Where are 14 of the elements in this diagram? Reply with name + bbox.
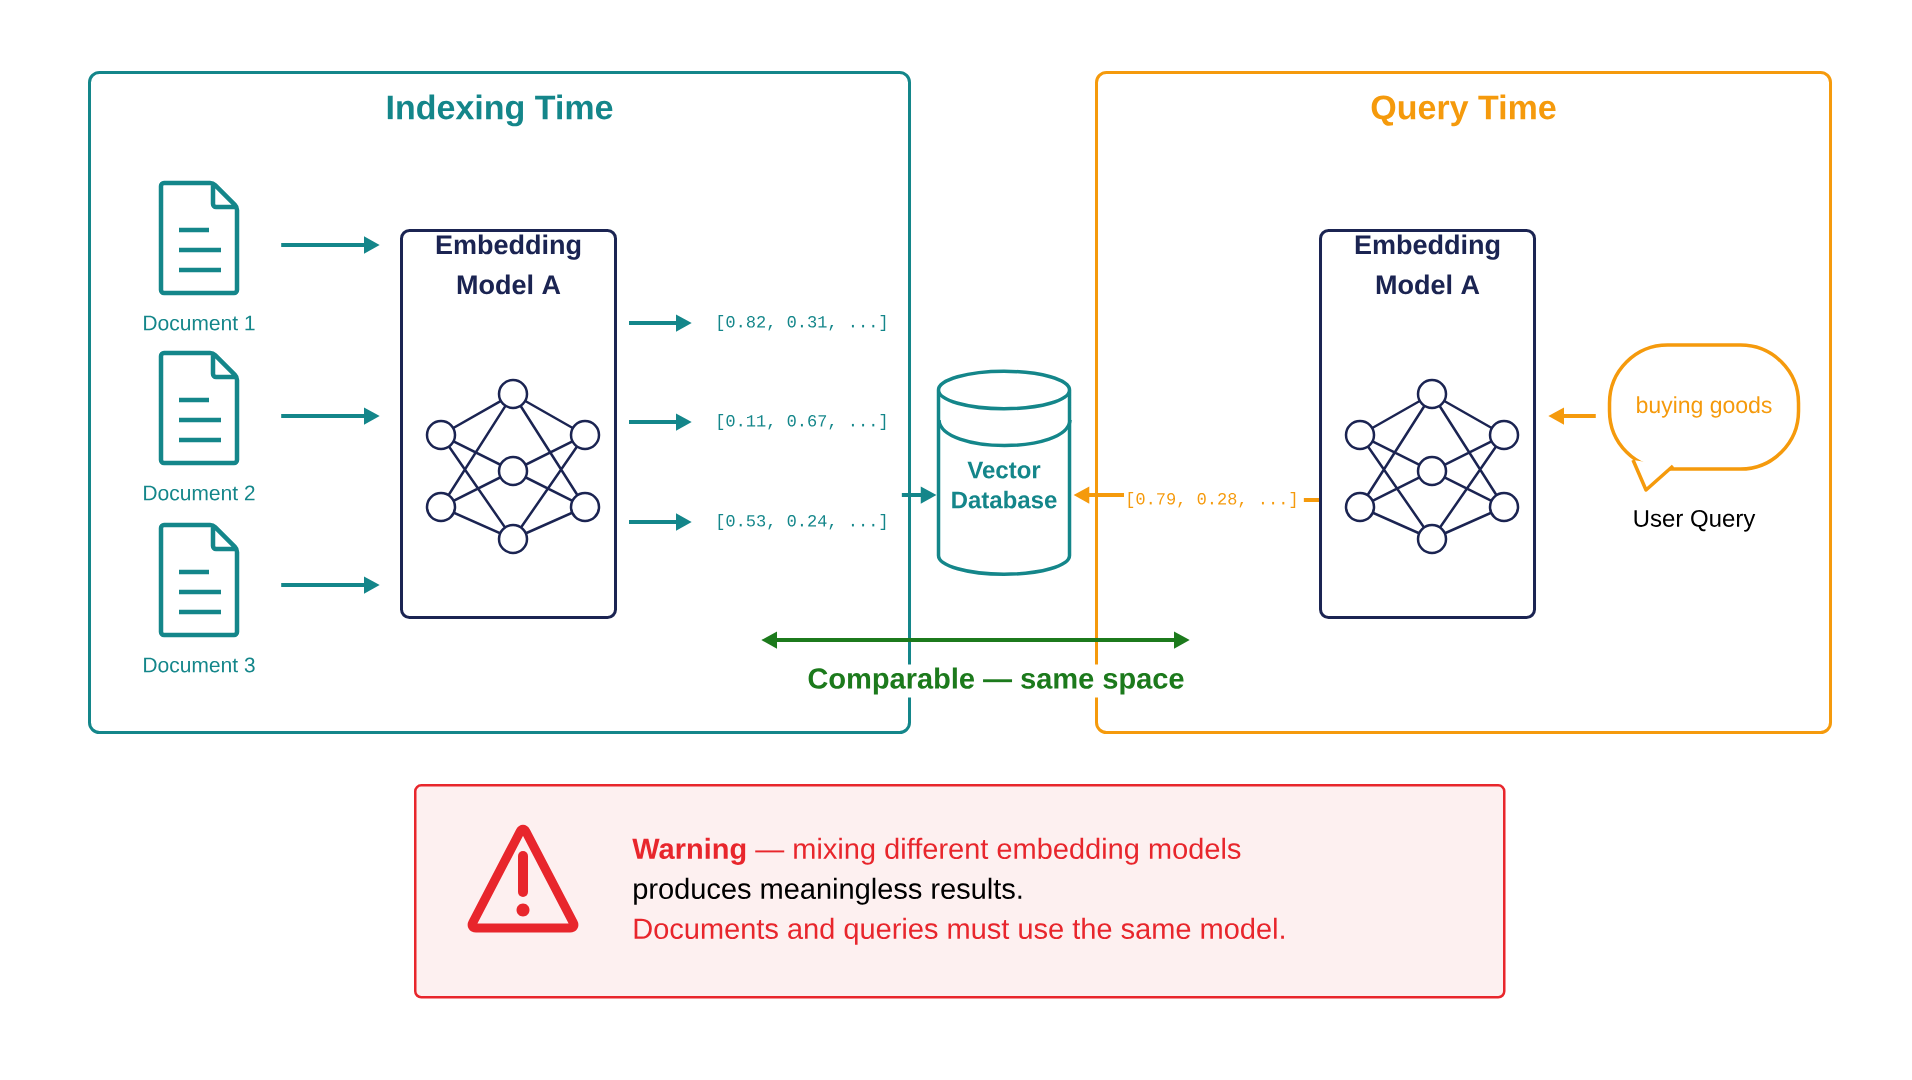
document-label: Document 2 xyxy=(144,485,255,501)
vector-label: [0.82, 0.31, ...] xyxy=(718,315,886,331)
edge-label: Comparable — same space xyxy=(804,664,1188,698)
document-label: Document 1 xyxy=(144,315,255,331)
vector-label: [0.79, 0.28, ...] xyxy=(1128,492,1296,508)
speech-bubble: buying goods xyxy=(1607,343,1801,492)
warning-box: Warning — mixing different embedding models produces meaningless results. Documents and queries must use the same model. xyxy=(414,784,1506,999)
vector-label: [0.53, 0.24, ...] xyxy=(718,514,886,530)
model-box: Embedding Model A xyxy=(1319,229,1536,619)
document-label: Document 3 xyxy=(144,657,255,673)
model-box: Embedding Model A xyxy=(400,229,617,619)
vector-label: [0.11, 0.67, ...] xyxy=(718,414,886,430)
database-cylinder: Vector Database xyxy=(936,369,1072,576)
caption-label: User Query xyxy=(1634,509,1756,532)
